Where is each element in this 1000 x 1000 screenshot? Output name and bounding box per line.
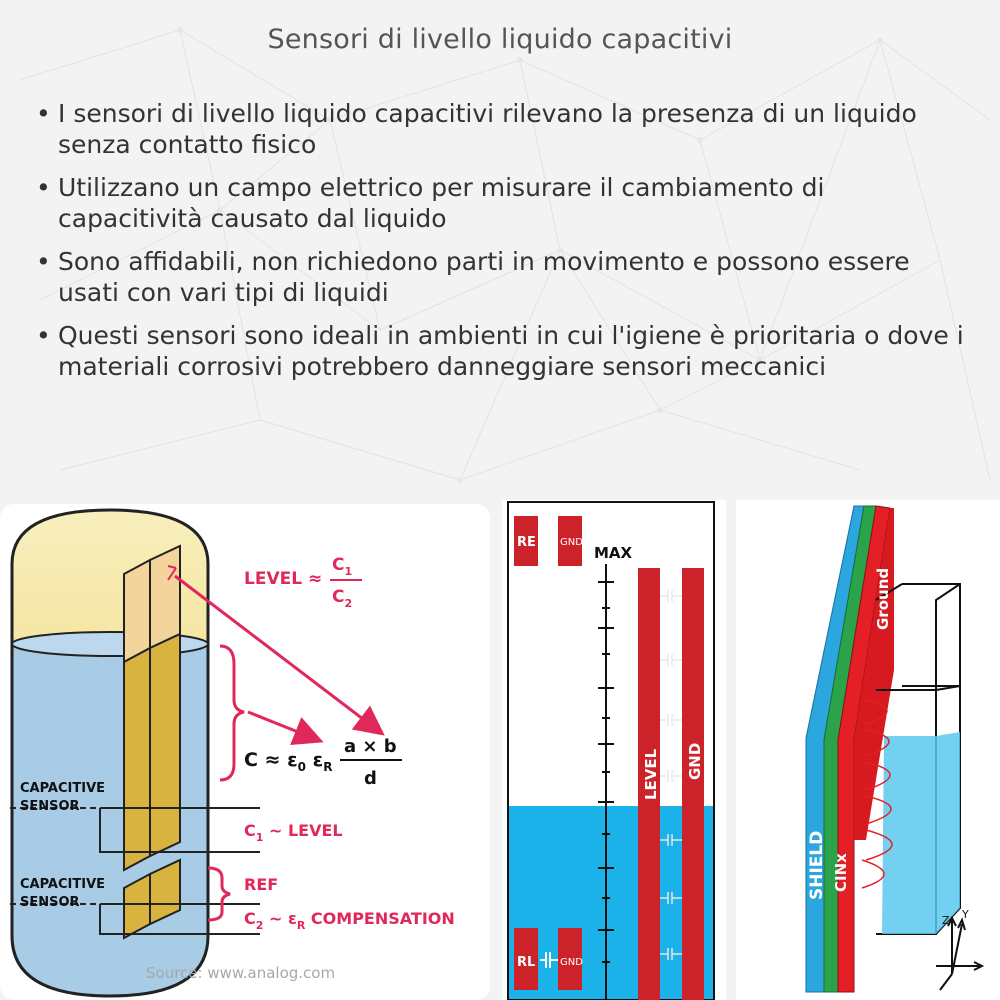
bullet-list: I sensori di livello liquido capacitivi … — [34, 98, 964, 394]
liquid-fill — [508, 806, 714, 1000]
source-caption: Source: www.analog.com — [146, 964, 336, 982]
capacitive-sensor-label-upper: CAPACITIVE SENSOR — [20, 781, 110, 814]
capacitive-sensor-diagram: LEVEL ≈ C1 C2 C ≈ ε0 εR a × b d CAPACITI… — [10, 508, 455, 998]
range-braces — [207, 644, 245, 922]
cinx-label: CINx — [832, 853, 850, 892]
c2-compensation-label: C2 ~ εR COMPENSATION — [244, 909, 455, 932]
reference-electrode — [123, 858, 181, 940]
c1-numerator: C1 — [332, 555, 352, 578]
coupling-capacitors — [660, 590, 682, 960]
gnd-electrode-bar — [682, 568, 704, 1000]
capacitor-icon — [540, 952, 558, 968]
formula-arrows — [167, 565, 385, 746]
level-ratio-label: LEVEL ≈ — [244, 569, 322, 589]
diagram-card-capacitive-sensor: LEVEL ≈ C1 C2 C ≈ ε0 εR a × b d CAPACITI… — [0, 504, 490, 1000]
capacitor-icon — [540, 532, 558, 548]
shielded-sensor-diagram: SHIELD CINx Ground Z Y — [736, 500, 1000, 1000]
gnd-bottom-electrode — [558, 928, 582, 990]
re-electrode — [514, 516, 538, 566]
re-label: RE — [517, 535, 536, 550]
diagram-card-shielded-sensor: SHIELD CINx Ground Z Y — [736, 500, 1000, 1000]
bullet-item: Utilizzano un campo elettrico per misura… — [34, 172, 964, 234]
bullet-item: Questi sensori sono ideali in ambienti i… — [34, 320, 964, 382]
diagram-card-level-electrodes: RE GND MAX LEVEL GND — [502, 500, 726, 1000]
rl-electrode — [514, 928, 538, 990]
sensor-lead-lines — [10, 807, 260, 935]
capacitance-formula-lhs: C ≈ ε0 εR — [244, 749, 332, 774]
level-electrode — [123, 544, 181, 872]
gnd-top-label: GND — [560, 537, 583, 548]
level-electrode-diagram: RE GND MAX LEVEL GND — [502, 500, 726, 1000]
formula-numerator: a × b — [344, 736, 397, 757]
level-electrode-bar — [638, 568, 660, 1000]
c2-denominator: C2 — [332, 587, 352, 610]
max-label: MAX — [594, 544, 633, 562]
ref-label: REF — [244, 875, 278, 894]
axis-y-label: Y — [961, 908, 969, 921]
rl-label: RL — [517, 955, 535, 970]
gnd-bar-label: GND — [686, 743, 704, 780]
gnd-top-electrode — [558, 516, 582, 566]
capacitive-sensor-label-lower: CAPACITIVE SENSOR — [20, 877, 110, 910]
formula-denominator: d — [364, 768, 377, 789]
electric-field-lines — [861, 699, 893, 889]
page-title: Sensori di livello liquido capacitivi — [267, 24, 733, 55]
container-outline — [507, 501, 715, 1000]
axes-icon — [936, 915, 985, 991]
c1-level-label: C1 ~ LEVEL — [244, 821, 343, 844]
gnd-bottom-label: GND — [560, 957, 583, 968]
ground-plate — [854, 508, 894, 840]
level-bar-label: LEVEL — [642, 748, 660, 800]
ground-label: Ground — [874, 568, 892, 630]
container-liquid — [882, 732, 960, 934]
axis-z-label: Z — [942, 914, 950, 927]
bullet-item: I sensori di livello liquido capacitivi … — [34, 98, 964, 160]
bullet-item: Sono affidabili, non richiedono parti in… — [34, 246, 964, 308]
shield-label: SHIELD — [807, 831, 827, 900]
level-ruler — [598, 564, 614, 1000]
